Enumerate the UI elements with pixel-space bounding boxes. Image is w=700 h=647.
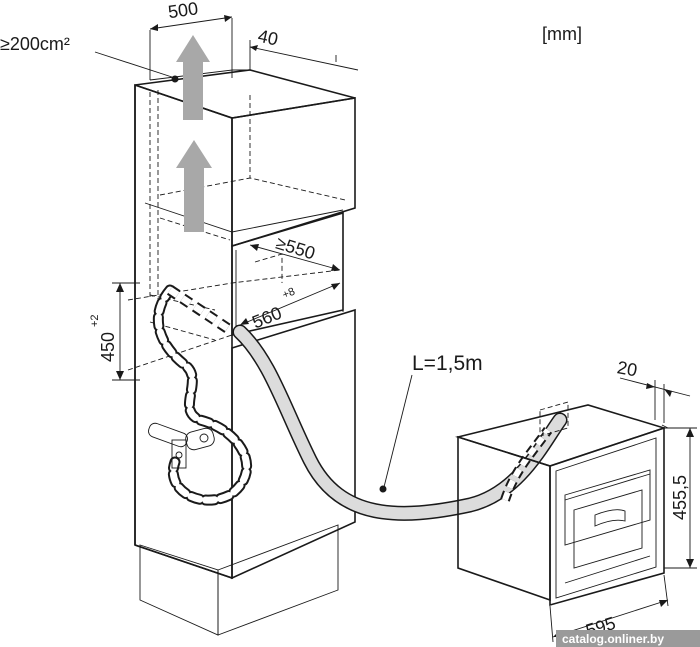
niche-width-tol-label: +8 <box>281 286 297 302</box>
water-tap-icon <box>148 422 215 469</box>
hose-length-label: L=1,5m <box>412 352 483 375</box>
connection-plate <box>539 401 569 437</box>
niche-width-label: 560 <box>249 303 284 333</box>
width-top-label: 500 <box>167 0 200 22</box>
watermark: catalog.onliner.by <box>556 630 700 647</box>
upper-compartment-top <box>134 69 356 119</box>
watermark-text: catalog.onliner.by <box>562 632 664 646</box>
vent-arrow-lower-icon <box>176 140 212 232</box>
niche-frame <box>231 211 344 337</box>
water-hose <box>152 284 568 521</box>
hose-marker-dot <box>379 485 387 493</box>
niche-height-tol-label: +2 <box>89 314 101 327</box>
units-label: [mm] <box>542 24 582 44</box>
vent-area-label: ≥200cm² <box>0 34 70 54</box>
niche-height-label: 450 <box>98 332 118 362</box>
cabinet-plinth-front <box>217 524 339 636</box>
upper-compartment-front <box>231 97 356 248</box>
depth-min-label: ≥550 <box>274 233 318 264</box>
appliance-offset-label: 20 <box>616 357 639 380</box>
appliance-side <box>457 435 551 602</box>
appliance-front-frame <box>549 426 665 607</box>
appliance-front-inner <box>555 437 657 599</box>
depth-top-label: 40 <box>256 26 280 50</box>
tall-cabinet <box>127 18 356 636</box>
ventilation-arrows <box>176 35 212 232</box>
lower-cabinet-front <box>231 308 356 580</box>
appliance-height-label: 455,5 <box>670 475 690 520</box>
vent-arrow-upper-icon <box>176 35 210 120</box>
cabinet-plinth <box>139 544 219 636</box>
